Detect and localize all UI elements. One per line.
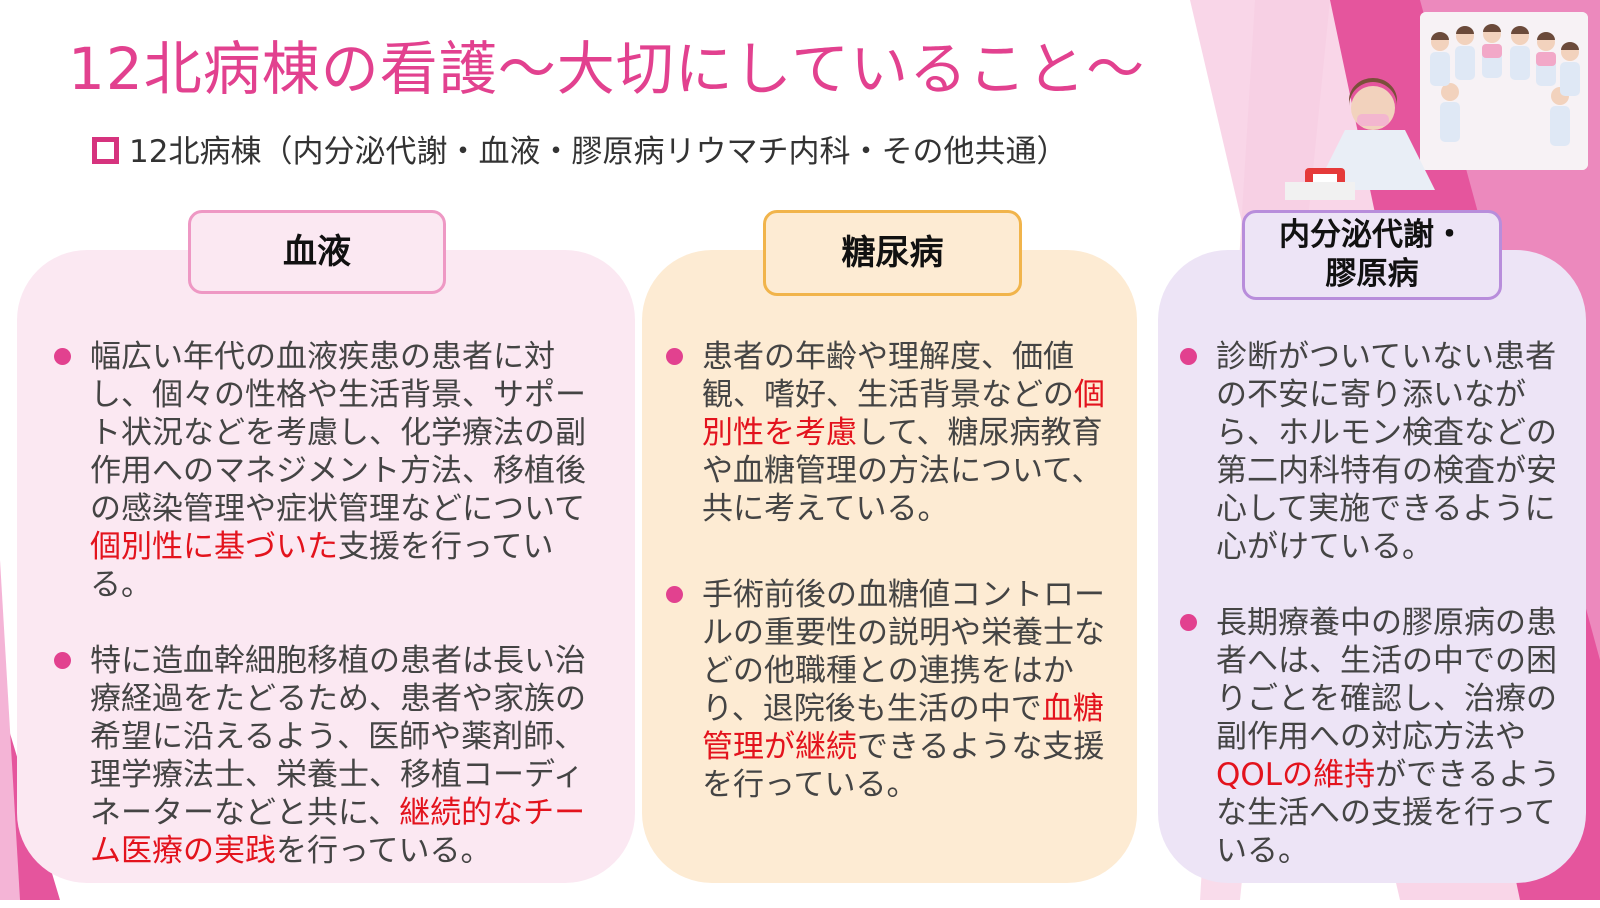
bullet-text-end: ができるような生活への支援を行っている。 (1216, 757, 1561, 869)
subtitle-text: 12北病棟（内分泌代謝・血液・膠原病リウマチ内科・その他共通） (129, 134, 1068, 170)
bullet-text: 長期療養中の膠原病の患者へは、生活の中での困りごとを確認し、治療の副作用への対応… (1216, 605, 1557, 755)
highlight-text: 血糖管理が継続 (702, 691, 1104, 765)
bullet-text-end: 支援を行っている。 (90, 529, 554, 603)
blood-panel (17, 250, 635, 883)
list-item: 患者の年齢や理解度、価値観、嗜好、生活背景などの個別性を考慮して、糖尿病教育や血… (664, 338, 1119, 528)
nurse-with-blood-bag-illustration (1285, 70, 1440, 200)
bullet-icon (1180, 614, 1197, 631)
list-item: 手術前後の血糖値コントロールの重要性の説明や栄養士などの他職種との連携をはかり、… (664, 576, 1119, 804)
bullet-icon (54, 348, 71, 365)
list-item: 幅広い年代の血液疾患の患者に対し、個々の性格や生活背景、サポート状況などを考慮し… (52, 338, 612, 604)
list-item: 特に造血幹細胞移植の患者は長い治療経過をたどるため、患者や家族の希望に沿えるよう… (52, 642, 612, 870)
endocrine-collagen-panel (1158, 250, 1586, 883)
highlight-text: QOLの維持 (1216, 757, 1376, 793)
bullet-icon (54, 652, 71, 669)
bullet-icon (666, 348, 683, 365)
endocrine-collagen-label-text: 内分泌代謝・膠原病 (1279, 217, 1465, 292)
blood-label: 血液 (188, 210, 446, 294)
nurse-group-illustration (1420, 12, 1588, 170)
square-bullet-icon (92, 137, 119, 164)
page-title: 12北病棟の看護～大切にしていること～ (68, 35, 1146, 103)
bullet-text: 手術前後の血糖値コントロールの重要性の説明や栄養士などの他職種との連携をはかり、… (702, 577, 1105, 727)
ward-subtitle: 12北病棟（内分泌代謝・血液・膠原病リウマチ内科・その他共通） (92, 126, 1067, 171)
bullet-icon (666, 586, 683, 603)
bullet-icon (1180, 348, 1197, 365)
highlight-text: 個別性を考慮 (702, 377, 1105, 451)
bullet-text-end: して、糖尿病教育や血糖管理の方法について、共に考えている。 (702, 415, 1103, 527)
list-item: 長期療養中の膠原病の患者へは、生活の中での困りごとを確認し、治療の副作用への対応… (1178, 604, 1583, 870)
diabetes-label: 糖尿病 (763, 210, 1022, 296)
bullet-text: 患者の年齢や理解度、価値観、嗜好、生活背景などの (702, 339, 1074, 413)
endocrine-collagen-list: 診断がついていない患者の不安に寄り添いながら、ホルモン検査などの第二内科特有の検… (1178, 338, 1583, 908)
endocrine-collagen-label: 内分泌代謝・膠原病 (1242, 210, 1502, 300)
blood-list: 幅広い年代の血液疾患の患者に対し、個々の性格や生活背景、サポート状況などを考慮し… (52, 338, 612, 908)
highlight-text: 継続的なチーム医療の実践 (90, 795, 586, 869)
bullet-text: 特に造血幹細胞移植の患者は長い治療経過をたどるため、患者や家族の希望に沿えるよう… (90, 643, 586, 831)
diabetes-panel (642, 250, 1137, 883)
diabetes-list: 患者の年齢や理解度、価値観、嗜好、生活背景などの個別性を考慮して、糖尿病教育や血… (664, 338, 1119, 842)
bullet-text-end: できるような支援を行っている。 (702, 729, 1105, 803)
list-item: 診断がついていない患者の不安に寄り添いながら、ホルモン検査などの第二内科特有の検… (1178, 338, 1583, 566)
bullet-text: 幅広い年代の血液疾患の患者に対し、個々の性格や生活背景、サポート状況などを考慮し… (90, 339, 586, 527)
bullet-text: 診断がついていない患者の不安に寄り添いながら、ホルモン検査などの第二内科特有の検… (1216, 339, 1557, 565)
highlight-text: 個別性に基づいた (90, 529, 338, 565)
bullet-text-end: を行っている。 (276, 833, 492, 869)
